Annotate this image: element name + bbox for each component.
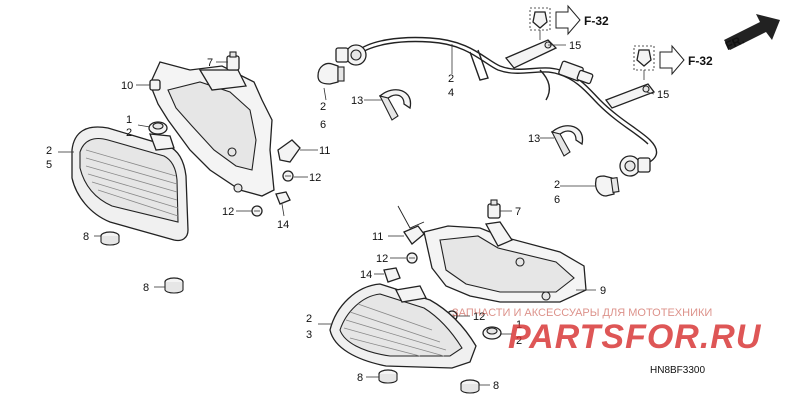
stay-15-a [504,39,558,69]
callout-4: 4 [448,87,454,99]
callout-7: 7 [515,206,521,218]
callout-8: 8 [143,282,149,294]
ref-label-f32-right: F-32 [688,54,713,68]
diagram-code: HN8BF3300 [650,365,705,376]
bolt-7-upper [226,51,240,71]
clip-11-lower [397,205,425,245]
screw-12-a [282,170,294,182]
watermark-caption: ЗАПЧАСТИ И АКСЕССУАРЫ ДЛЯ МОТОТЕХНИКИ [452,307,712,319]
bulb-6-left [317,62,345,85]
watermark-logo: PARTSFOR.RU [508,318,762,356]
callout-labels: 7 10 1 2 2 5 11 12 12 14 8 8 2 6 13 2 4 … [46,40,669,392]
lower-headlight-lens [329,283,477,369]
callout-15: 15 [569,40,581,52]
grommet-8-upper [100,231,120,246]
screw-12-b [251,205,263,217]
callout-6: 6 [554,194,560,206]
callout-14: 14 [277,219,289,231]
nut-14-upper [275,191,291,205]
stay-15-b [604,83,656,109]
clip-f32-right [633,45,655,80]
bulb-socket-left [335,44,367,66]
upper-headlight-bracket [149,61,275,197]
socket-cap-1-lower [482,326,502,340]
callout-14: 14 [360,269,372,281]
nut-14-lower [383,267,401,283]
callout-12: 12 [473,311,485,323]
callout-6: 6 [320,119,326,131]
callout-8: 8 [357,372,363,384]
socket-cap-1-upper [148,121,168,135]
callout-5: 5 [46,159,52,171]
callout-7: 7 [207,57,213,69]
callout-13: 13 [351,95,363,107]
callout-2: 2 [46,145,52,157]
wire-clamp-13-a [378,89,412,121]
screw-12-c [406,252,418,264]
callout-12: 12 [222,206,234,218]
left-headlight-lens [71,126,189,242]
callout-8: 8 [493,380,499,392]
lower-headlight-bracket [423,221,587,303]
callout-1: 1 [126,114,132,126]
wire-clamp-13-b [550,125,584,157]
callout-3: 3 [306,329,312,341]
callout-10: 10 [121,80,133,92]
grommet-8-lower-b [460,379,480,394]
callout-2: 2 [320,101,326,113]
bulb-6-right [594,175,620,197]
clip-11-upper [277,139,301,163]
callout-2: 2 [306,313,312,325]
callout-12: 12 [309,172,321,184]
callout-2: 2 [126,127,132,139]
callout-2: 2 [448,73,454,85]
ref-label-f32-top: F-32 [584,14,609,28]
callout-8: 8 [83,231,89,243]
callout-2: 2 [554,179,560,191]
ref-arrow-right [659,44,685,76]
callout-11: 11 [372,231,383,243]
callout-13: 13 [528,133,540,145]
bolt-7-lower [487,199,501,219]
wire-harness [355,36,658,167]
callout-1: 1 [516,319,522,331]
callout-2: 2 [516,335,522,347]
grommet-8-lower [164,277,184,294]
callout-15: 15 [657,89,669,101]
callout-11: 11 [319,145,330,157]
bulb-socket-right [619,155,651,177]
grommet-8-lower-a [378,369,398,384]
ref-arrow-top [555,4,581,36]
callout-12: 12 [376,253,388,265]
front-arrow-icon [724,14,780,50]
clip-f32-top [529,7,551,40]
leader-lines [58,44,655,386]
callout-9: 9 [600,285,606,297]
